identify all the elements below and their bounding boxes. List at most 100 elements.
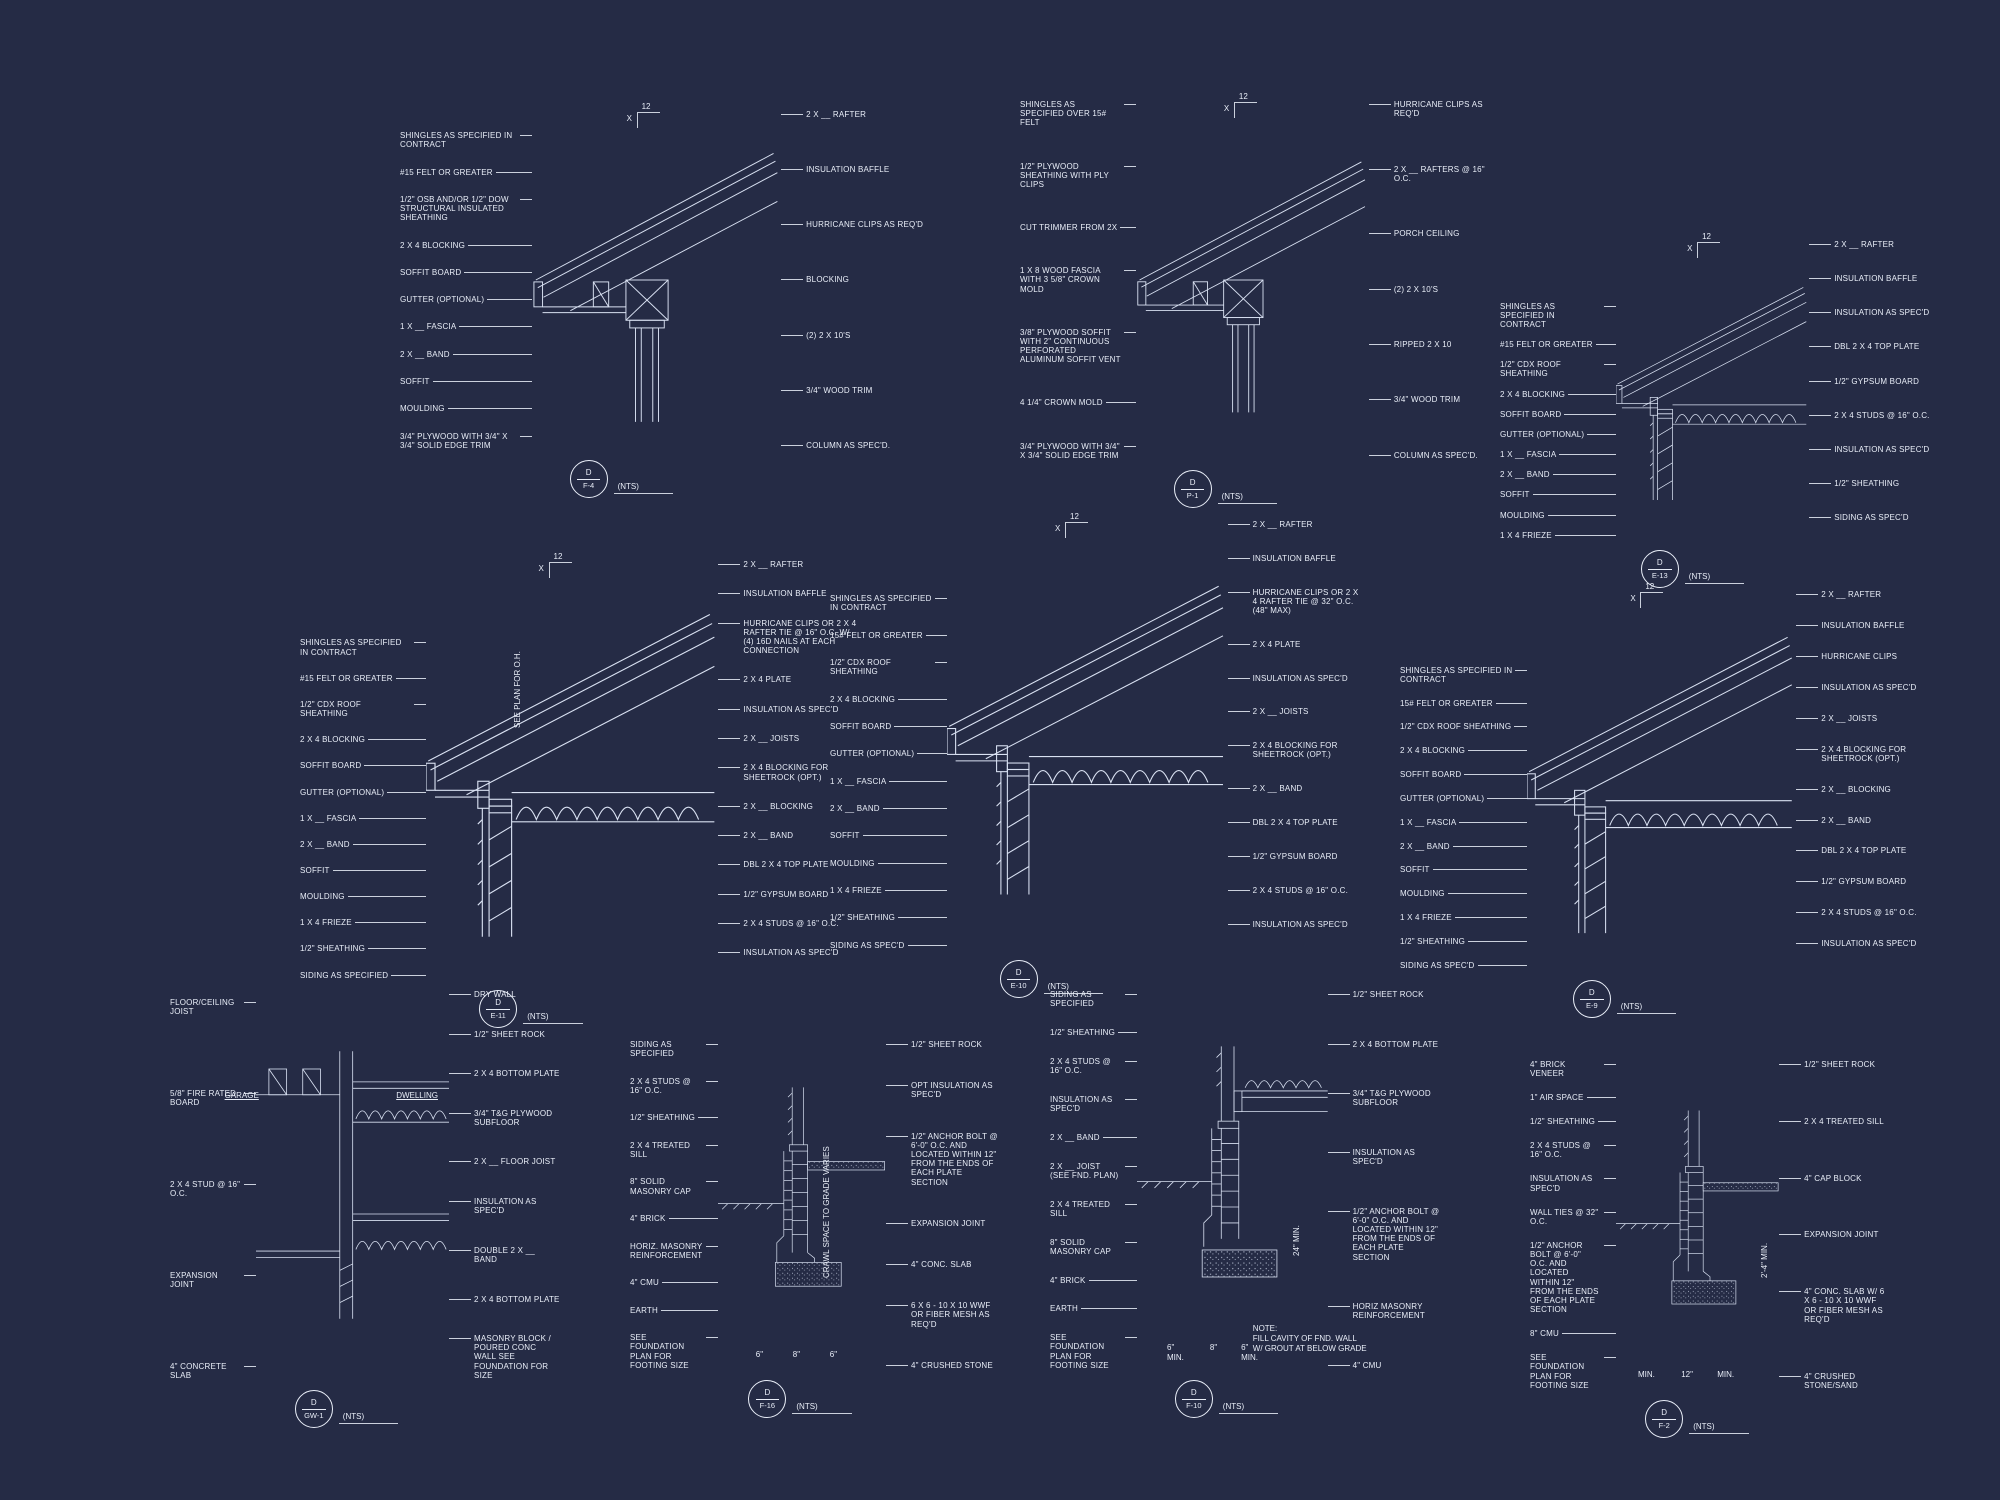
callout-label: EARTH: [1050, 1304, 1137, 1313]
slope-marker: 12 X: [539, 552, 572, 578]
callout-text: 2 X __ RAFTER: [1252, 520, 1313, 529]
callout-text: MOULDING: [300, 892, 345, 902]
leader-line: [449, 1298, 472, 1300]
callout-text: 8" SOLID MASONRY CAP: [630, 1177, 692, 1196]
callout-text: MOULDING: [830, 858, 875, 868]
eave-wall-drawing: [1616, 240, 1809, 540]
leader-line: [1447, 893, 1528, 895]
callout-label: 1/2" ANCHOR BOLT @ 6'-0" O.C. AND LOCATE…: [1530, 1241, 1616, 1315]
leader-line: [1564, 413, 1616, 415]
leader-line: [877, 862, 948, 864]
leader-line: [1603, 1064, 1616, 1065]
leader-line: [706, 1245, 718, 1247]
callout-text: DBL 2 X 4 TOP PLATE: [1821, 846, 1907, 856]
callout-text: 2 X 4 STUDS @ 16" O.C.: [743, 919, 839, 929]
callout-text: HURRICANE CLIPS OR 2 X 4 RAFTER TIE @ 32…: [1252, 587, 1359, 615]
detail-drawing: 12 X: [1527, 582, 1796, 970]
leader-line: [1454, 917, 1528, 919]
leader-line: [668, 1218, 718, 1220]
slope-rise-label: 12: [553, 552, 563, 561]
leader-line: [1796, 655, 1819, 657]
callout-label: 2 X __ RAFTER: [781, 110, 930, 119]
leader-line: [413, 703, 426, 705]
callout-label: 1/2" SHEET ROCK: [449, 1030, 560, 1039]
callout-label: SOFFIT BOARD: [1500, 410, 1616, 419]
leader-line: [781, 334, 804, 336]
callout-text: 1 X __ FASCIA: [300, 813, 357, 823]
note-text: GARAGE: [224, 1091, 259, 1101]
callout-text: INSULATION AS SPEC'D: [1530, 1174, 1593, 1193]
callout-text: SOFFIT: [830, 831, 860, 841]
callout-label: 2 X 4 STUDS @ 16" O.C.: [1050, 1057, 1137, 1075]
leader-line: [889, 780, 948, 782]
callout-text: 1/2" CDX ROOF SHEATHING: [830, 658, 892, 677]
leader-line: [243, 1092, 256, 1094]
callout-label: 4" CMU: [1327, 1361, 1440, 1370]
callout-label: 2 X 4 STUDS @ 16" O.C.: [1809, 411, 1940, 420]
detail-title-bubble: D P-1 (NTS): [1173, 470, 1277, 508]
callout-text: 1 X __ FASCIA: [830, 776, 887, 786]
leader-line: [1514, 726, 1528, 728]
callout-label: INSULATION BAFFLE: [1809, 274, 1940, 283]
note-text: 6": [829, 1350, 838, 1360]
leader-line: [1368, 399, 1391, 401]
callout-label: INSULATION AS SPEC'D: [449, 1197, 560, 1215]
garage-wall-drawing: [256, 990, 449, 1380]
callout-label: SIDING AS SPECIFIED: [300, 971, 426, 980]
callout-label: 1/2" GYPSUM BOARD: [1809, 377, 1940, 386]
leader-line: [781, 114, 804, 115]
leader-line: [487, 299, 532, 301]
note-text: 6": [755, 1350, 764, 1360]
callout-text: 1 X 8 WOOD FASCIA WITH 3 5/8" CROWN MOLD: [1020, 266, 1101, 294]
leader-line: [1554, 534, 1616, 536]
callout-column-left: SHINGLES AS SPECIFIED IN CONTRACT#15 FEL…: [400, 110, 532, 450]
callout-label: 2 X __ BAND: [1227, 784, 1360, 793]
callout-label: 2 X __ RAFTERS @ 16" O.C.: [1368, 165, 1500, 183]
callout-label: 2 X 4 TREATED SILL: [1050, 1200, 1137, 1218]
callout-label: 3/4" T&G PLYWOOD SUBFLOOR: [449, 1109, 560, 1127]
callout-text: MOULDING: [400, 404, 445, 414]
callout-label: 4" CRUSHED STONE/SAND: [1779, 1372, 1890, 1390]
callout-label: 2 X __ FLOOR JOIST: [449, 1157, 560, 1166]
callout-label: 1 X __ FASCIA: [300, 814, 426, 823]
leader-line: [1603, 1211, 1616, 1213]
callout-text: SHINGLES AS SPECIFIED IN CONTRACT: [300, 638, 402, 657]
leader-line: [706, 1144, 718, 1146]
callout-text: 4" BRICK: [1050, 1275, 1086, 1285]
leader-line: [1368, 168, 1391, 170]
callout-label: 1/2" PLYWOOD SHEATHING WITH PLY CLIPS: [1020, 162, 1137, 190]
callout-label: SHINGLES AS SPECIFIED IN CONTRACT: [400, 131, 532, 149]
slope-run-label: X: [1687, 244, 1693, 253]
callout-text: PORCH CEILING: [1393, 229, 1460, 239]
callout-label: DOUBLE 2 X __ BAND: [449, 1246, 560, 1264]
callout-text: SOFFIT: [1500, 490, 1530, 500]
callout-text: 2 X __ BAND: [400, 349, 450, 359]
callout-label: INSULATION AS SPEC'D: [718, 948, 860, 957]
callout-label: MOULDING: [1500, 511, 1616, 520]
slope-rise-label: 12: [1070, 512, 1079, 521]
leader-line: [718, 679, 741, 681]
detail-f-4: SHINGLES AS SPECIFIED IN CONTRACT#15 FEL…: [400, 102, 930, 498]
callout-label: 1/2" SHEATHING: [300, 944, 426, 953]
callout-text: 2 X 4 BLOCKING: [400, 240, 466, 250]
bubble-id: E-10: [1010, 980, 1027, 990]
leader-line: [447, 408, 532, 410]
leader-line: [1547, 514, 1616, 516]
leader-line: [925, 634, 948, 636]
callout-text: MASONRY BLOCK / POURED CONC WALL SEE FOU…: [474, 1334, 551, 1380]
detail-title-bubble: D F-10 (NTS): [1174, 1380, 1279, 1418]
callout-label: EARTH: [630, 1306, 718, 1315]
callout-text: 1/2" GYPSUM BOARD: [1834, 376, 1920, 386]
leader-line: [519, 135, 532, 137]
nts-label: (NTS): [792, 1402, 852, 1414]
leader-line: [332, 870, 426, 872]
leader-line: [1118, 1032, 1137, 1033]
callout-text: 2 X 4 STUDS @ 16" O.C.: [1530, 1141, 1591, 1160]
callout-label: 15# FELT OR GREATER: [1400, 699, 1528, 708]
callout-text: EARTH: [1050, 1304, 1078, 1314]
